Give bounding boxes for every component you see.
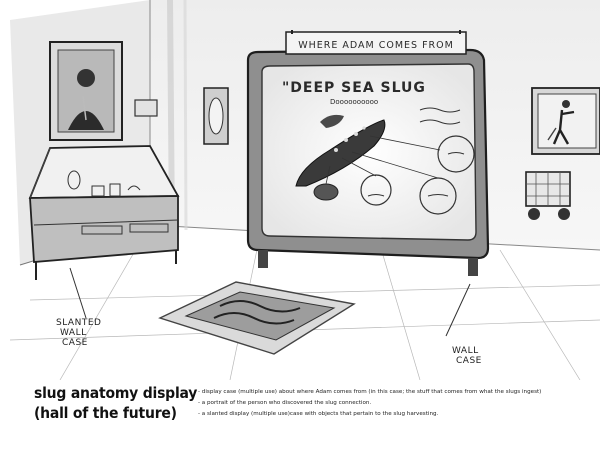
right-wall-picture	[531, 87, 600, 155]
screen-subheading: Doooooooooo	[330, 98, 378, 106]
caption-notes: - display case (multiple use) about wher…	[198, 387, 598, 420]
label-line: SLANTED	[56, 318, 102, 328]
floor-mat	[158, 281, 356, 355]
portrait-frame	[49, 41, 123, 141]
caption-title-line1: slug anatomy display	[34, 384, 198, 402]
main-display-case: WHERE ADAM COMES FROM "DEEP SEA SLUG Doo…	[246, 30, 490, 276]
label-line: CASE	[456, 356, 482, 366]
slanted-wall-case	[28, 145, 180, 280]
label-wall-case: WALL CASE	[452, 346, 482, 366]
annotation-lines	[69, 267, 471, 337]
note-item: - a portrait of the person who discovere…	[198, 400, 372, 406]
screen-heading: "DEEP SEA SLUG	[282, 80, 426, 96]
label-line: WALL	[452, 346, 479, 356]
label-line: CASE	[62, 338, 88, 348]
wall-plaques	[134, 87, 229, 145]
note-item: - a slanted display (multiple use)case w…	[198, 411, 439, 417]
note-item: - display case (multiple use) about wher…	[198, 389, 542, 395]
cart	[525, 171, 571, 220]
case-banner-text: WHERE ADAM COMES FROM	[298, 40, 454, 51]
label-slanted-wall-case: SLANTED WALL CASE	[56, 318, 101, 348]
caption-title-line2: (hall of the future)	[34, 404, 177, 422]
label-line: WALL	[60, 328, 87, 338]
concept-sketch: WHERE ADAM COMES FROM "DEEP SEA SLUG Doo…	[9, 0, 600, 380]
